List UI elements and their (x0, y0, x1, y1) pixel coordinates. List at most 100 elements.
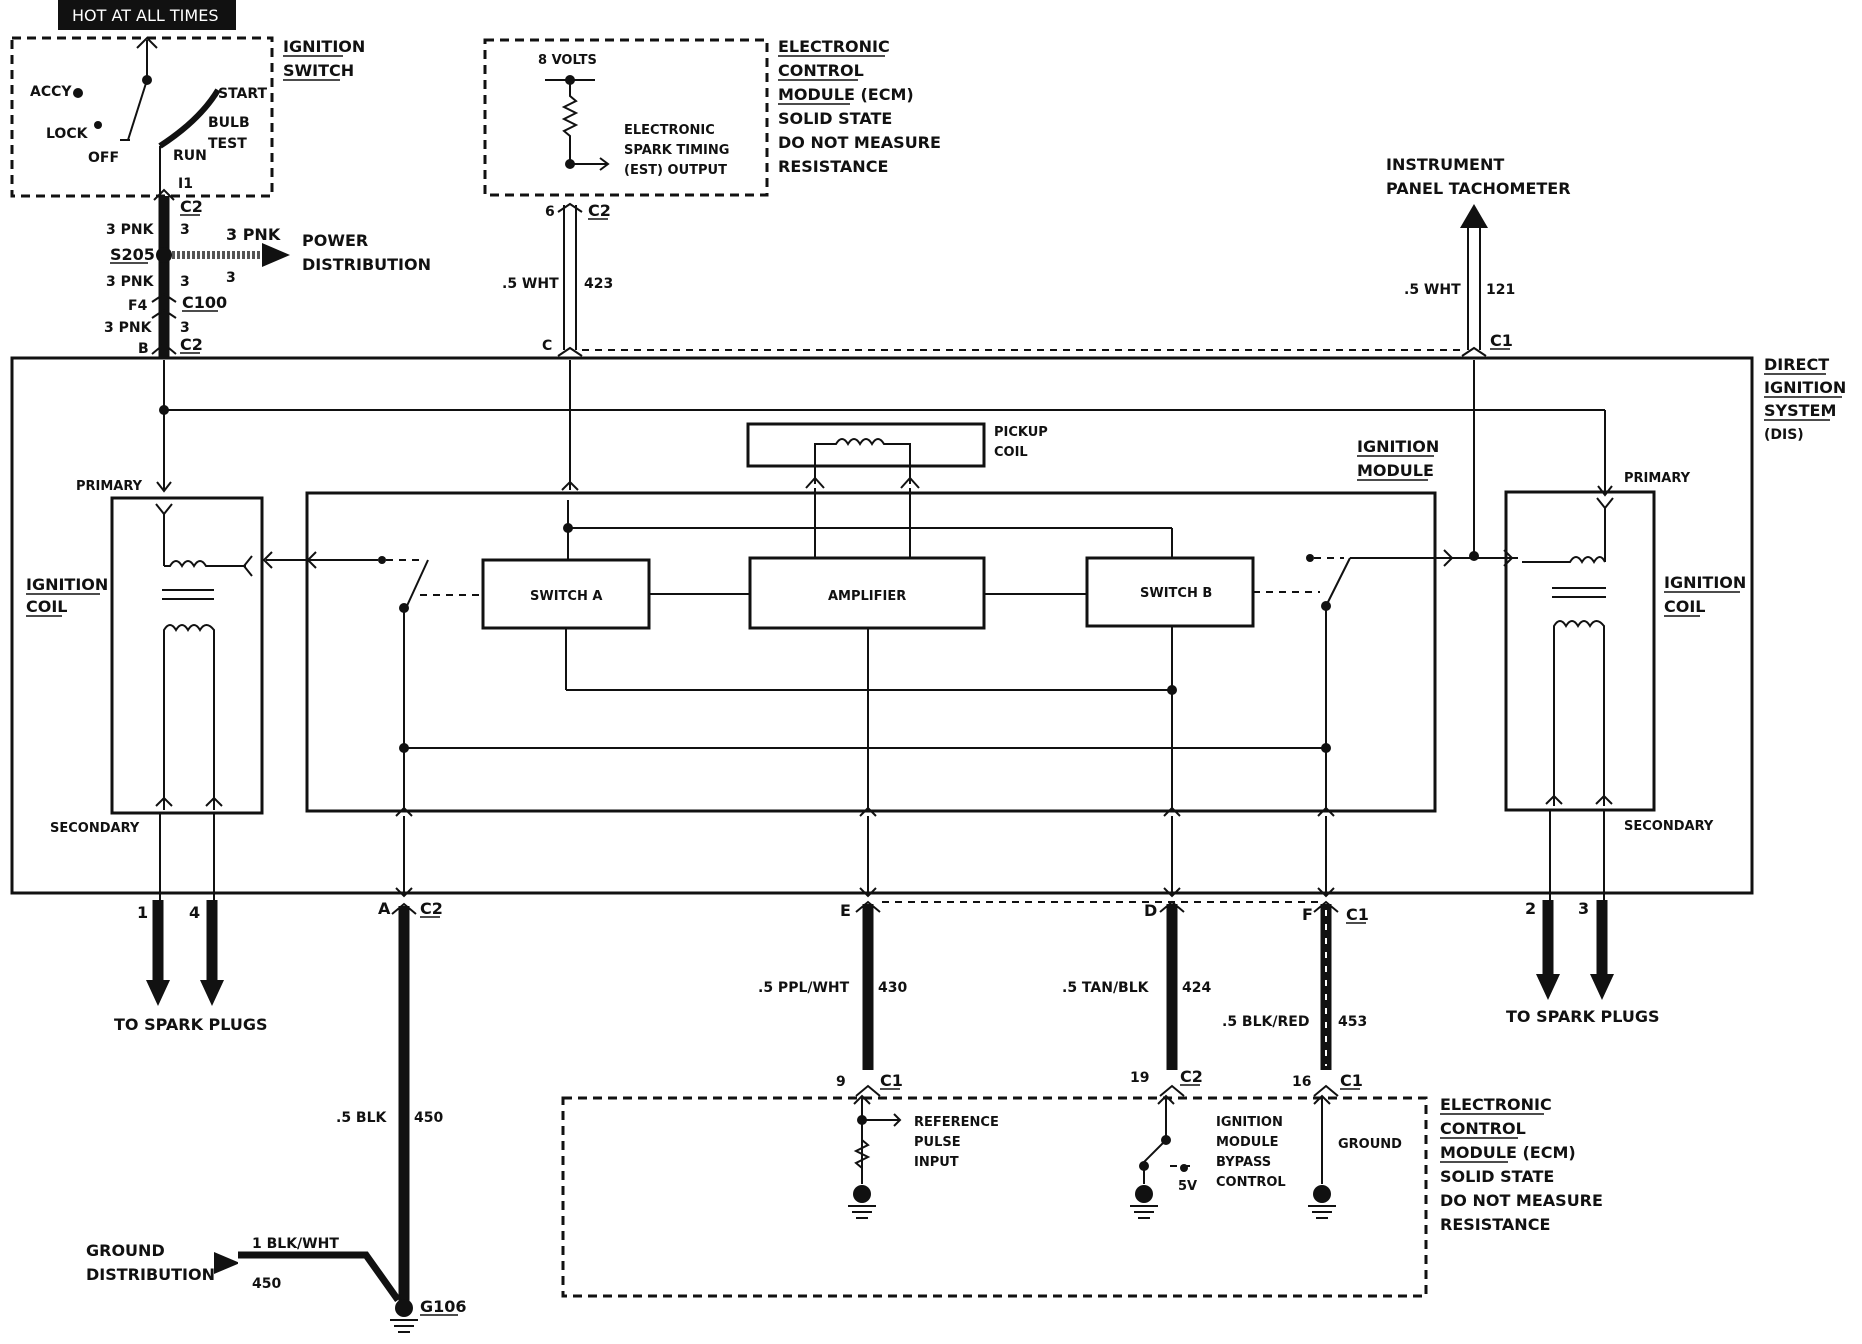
c2-pin-label: 3 (180, 222, 190, 238)
off-label: OFF (88, 150, 119, 166)
ign-switch-title-1: IGNITION (283, 37, 365, 56)
ground-wire-circuit: 450 (414, 1110, 443, 1126)
ground-dist-circuit: 450 (252, 1276, 281, 1292)
spark-plugs-right: 2 3 TO SPARK PLUGS (1506, 899, 1660, 1026)
ecm-top-title-3: MODULE (ECM) (778, 85, 914, 104)
switch-a-label: SWITCH A (530, 589, 602, 604)
ecm-top: 8 VOLTS ELECTRONIC SPARK TIMING (EST) OU… (483, 37, 941, 357)
spark-pin-3: 3 (1578, 899, 1589, 918)
ecm-bottom: 9 C1 19 C2 16 C1 REFERENCE PULSE INPUT (561, 1067, 1603, 1298)
ecm-pin-16: 16 (1292, 1074, 1311, 1090)
ecm-top-note-2: DO NOT MEASURE (778, 133, 941, 152)
right-primary-label: PRIMARY (1624, 471, 1691, 486)
switch-b-label: SWITCH B (1140, 586, 1212, 601)
amplifier-label: AMPLIFIER (828, 589, 906, 604)
tach-label-2: PANEL TACHOMETER (1386, 179, 1571, 198)
wire-453-circuit: 453 (1338, 1014, 1367, 1030)
test-label: TEST (208, 136, 247, 152)
right-secondary-label: SECONDARY (1624, 819, 1714, 834)
wire-423-circuit: 423 (584, 276, 613, 292)
ground-dist-1: GROUND (86, 1241, 165, 1260)
ign-switch-title-2: SWITCH (283, 61, 354, 80)
start-label: START (218, 86, 268, 102)
pin-a-label: A (378, 899, 391, 918)
spark-pin-1: 1 (137, 903, 148, 922)
ground-wire-color: .5 BLK (336, 1110, 388, 1126)
wire-121-color: .5 WHT (1404, 282, 1461, 298)
bypass-label-4: CONTROL (1216, 1175, 1286, 1190)
ignition-coil-right: PRIMARY IGNITION COIL SECONDARY (1504, 471, 1746, 900)
pin-b-label: B (138, 341, 149, 357)
bypass-label-1: IGNITION (1216, 1115, 1283, 1130)
ecm-bottom-title-3: MODULE (ECM) (1440, 1143, 1576, 1162)
bulb-label: BULB (208, 115, 250, 131)
power-dest-1: POWER (302, 231, 368, 250)
right-coil-title-2: COIL (1664, 597, 1706, 616)
wire-121-circuit: 121 (1486, 282, 1515, 298)
ecm-top-pin: 6 (545, 204, 555, 220)
hot-at-all-times-banner: HOT AT ALL TIMES (58, 0, 236, 30)
ground-circuit: A C2 .5 BLK 450 GROUND DISTRIBUTION 1 BL… (86, 899, 467, 1333)
pin-e-label: E (840, 901, 851, 920)
run-label: RUN (173, 148, 207, 164)
spark-pin-4: 4 (189, 903, 200, 922)
five-v-label: 5V (1178, 1179, 1197, 1194)
wire-453-color: .5 BLK/RED (1222, 1014, 1309, 1030)
module-output-lines (395, 816, 1335, 898)
branch-circuit-label: 3 (226, 270, 236, 286)
left-coil-title-2: COIL (26, 597, 68, 616)
c2-connector-label: C2 (180, 197, 203, 216)
accy-label: ACCY (30, 84, 72, 100)
ecm-bottom-note-2: DO NOT MEASURE (1440, 1191, 1603, 1210)
module-title-2: MODULE (1357, 461, 1434, 480)
left-secondary-label: SECONDARY (50, 821, 140, 836)
bypass-label-2: MODULE (1216, 1135, 1279, 1150)
pin-d-label: D (1144, 901, 1157, 920)
ground-dist-wire: 1 BLK/WHT (252, 1236, 339, 1252)
dis-title-4: (DIS) (1764, 427, 1804, 443)
ignition-switch: IGNITION SWITCH ACCY LOCK OFF RUN START … (10, 36, 365, 198)
ecm-top-note-1: SOLID STATE (778, 109, 892, 128)
spark-left-label: TO SPARK PLUGS (114, 1015, 268, 1034)
est-label-2: SPARK TIMING (624, 143, 729, 158)
spark-right-label: TO SPARK PLUGS (1506, 1007, 1660, 1026)
ignition-module: IGNITION MODULE PICKUP COIL SWITCH A (262, 422, 1518, 817)
bypass-label-3: BYPASS (1216, 1155, 1271, 1170)
wire-424-circuit: 424 (1182, 980, 1211, 996)
c100-label: C100 (182, 293, 227, 312)
c2-bottom-label: C2 (180, 335, 203, 354)
low-circuit-label: 3 (180, 320, 190, 336)
mid-circuit-label: 3 (180, 274, 190, 290)
branch-wire-label: 3 PNK (226, 225, 281, 244)
pickup-label-1: PICKUP (994, 425, 1048, 440)
pin-f-conn: C1 (1346, 905, 1369, 924)
est-label-1: ELECTRONIC (624, 123, 715, 138)
left-coil-title-1: IGNITION (26, 575, 108, 594)
ref-label-3: INPUT (914, 1155, 959, 1170)
wire-low-label: 3 PNK (104, 320, 153, 336)
bottom-wires: E .5 PPL/WHT 430 D .5 TAN/BLK 424 F C1 .… (758, 900, 1369, 1070)
est-label-3: (EST) OUTPUT (624, 163, 727, 178)
ecm-bottom-title-1: ELECTRONIC (1440, 1095, 1552, 1114)
wire-top-label: 3 PNK (106, 222, 155, 238)
right-coil-title-1: IGNITION (1664, 573, 1746, 592)
volts-label: 8 VOLTS (538, 53, 597, 68)
ground-dist-2: DISTRIBUTION (86, 1265, 215, 1284)
internal-wiring (156, 360, 1613, 561)
wire-424-color: .5 TAN/BLK (1062, 980, 1150, 996)
splice-label: S205 (110, 245, 155, 264)
tachometer-feed: INSTRUMENT PANEL TACHOMETER .5 WHT 121 C… (1386, 155, 1571, 357)
ref-label-1: REFERENCE (914, 1115, 999, 1130)
tach-label-1: INSTRUMENT (1386, 155, 1504, 174)
ecm-top-title-1: ELECTRONIC (778, 37, 890, 56)
wire-423-color: .5 WHT (502, 276, 559, 292)
ground-g106-label: G106 (420, 1297, 467, 1316)
tach-conn-label: C1 (1490, 331, 1513, 350)
ecm-pin-19: 19 (1130, 1070, 1149, 1086)
power-feed: C2 3 3 PNK S205 3 PNK 3 POWER DISTRIBUTI… (104, 188, 431, 358)
spark-plugs-left: 1 4 TO SPARK PLUGS (114, 900, 268, 1034)
pin-f-label: F (1302, 905, 1313, 924)
wire-430-color: .5 PPL/WHT (758, 980, 850, 996)
ecm-ground-label: GROUND (1338, 1137, 1402, 1152)
